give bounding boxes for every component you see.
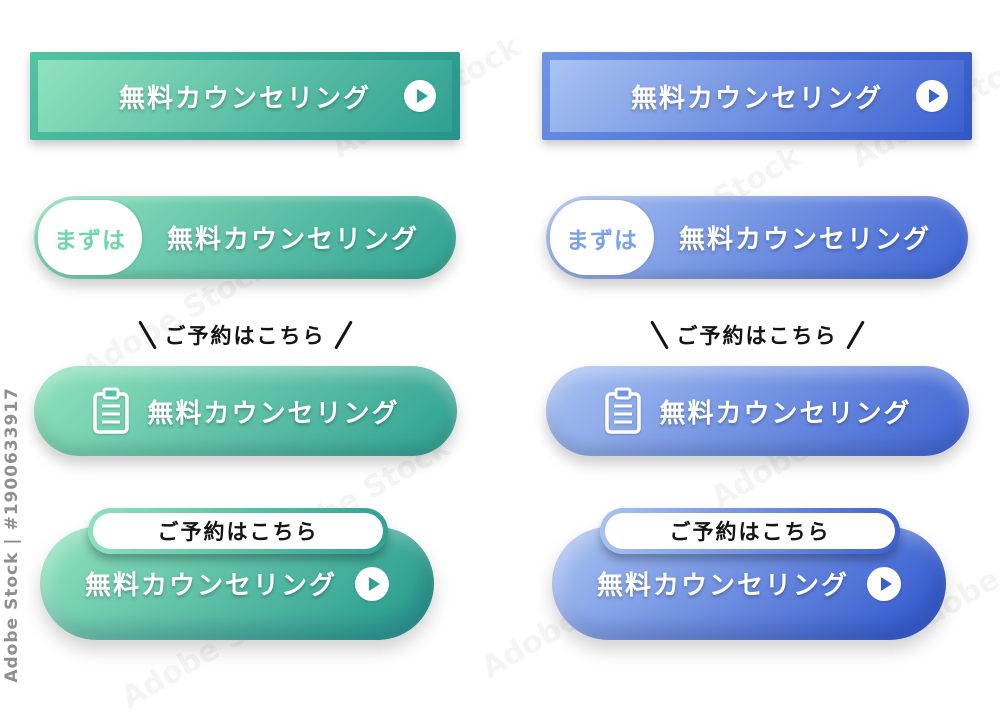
reserve-badge: ご予約はこちら: [88, 508, 388, 554]
reserve-badge: ご予約はこちら: [600, 508, 900, 554]
clipboard-icon: [605, 387, 642, 434]
stock-id-watermark: Adobe Stock | #1900633917: [2, 387, 22, 683]
clipboard-cta-button-green[interactable]: 無料カウンセリング: [34, 366, 457, 456]
reserve-caption: ご予約はこちら: [546, 316, 968, 354]
reserve-badge-label: ご予約はこちら: [669, 520, 831, 544]
cta-label: 無料カウンセリング: [678, 225, 931, 255]
slash-right-icon: [333, 320, 353, 350]
reserve-caption: ご予約はこちら: [34, 316, 456, 354]
cta-label: 無料カウンセリング: [166, 225, 419, 255]
cta-label: 無料カウンセリング: [630, 83, 883, 114]
play-circle-icon: [355, 566, 389, 601]
first-pill-cta-button-green[interactable]: まずは 無料カウンセリング: [34, 196, 456, 279]
slash-left-icon: [649, 320, 669, 350]
slash-right-icon: [845, 320, 865, 350]
reserve-caption-label: ご予約はこちら: [676, 324, 838, 348]
reserve-badge-label: ご予約はこちら: [157, 520, 319, 544]
bevel-cta-button-green[interactable]: 無料カウンセリング: [30, 52, 460, 140]
cta-label: 無料カウンセリング: [596, 571, 849, 601]
first-pill-cta-button-blue[interactable]: まずは 無料カウンセリング: [546, 196, 968, 279]
cta-label: 無料カウンセリング: [118, 83, 371, 114]
column-blue: 無料カウンセリング まずは 無料カウンセリング ご予約はこちら: [542, 52, 974, 652]
play-circle-icon: [916, 80, 948, 112]
play-circle-icon: [867, 566, 901, 601]
slash-left-icon: [137, 320, 157, 350]
clipboard-icon: [93, 387, 130, 434]
canvas: Adobe Stock Adobe Stock Adobe Stock Adob…: [2, 29, 1000, 716]
clipboard-cta-button-blue[interactable]: 無料カウンセリング: [546, 366, 969, 456]
first-badge-blob: まずは: [550, 200, 654, 275]
cta-label: 無料カウンセリング: [84, 571, 337, 601]
bevel-inner-panel: 無料カウンセリング: [550, 60, 964, 132]
bevel-inner-panel: 無料カウンセリング: [38, 60, 452, 132]
play-circle-icon: [404, 80, 436, 112]
reserve-caption-label: ご予約はこちら: [164, 324, 326, 348]
column-green: 無料カウンセリング まずは 無料カウンセリング ご予約はこちら: [30, 52, 462, 652]
cta-label: 無料カウンセリング: [147, 398, 400, 429]
bevel-cta-button-blue[interactable]: 無料カウンセリング: [542, 52, 972, 140]
first-badge-blob: まずは: [38, 200, 142, 275]
first-badge-label: まずは: [54, 227, 126, 254]
cta-label: 無料カウンセリング: [659, 398, 912, 429]
first-badge-label: まずは: [566, 227, 638, 254]
